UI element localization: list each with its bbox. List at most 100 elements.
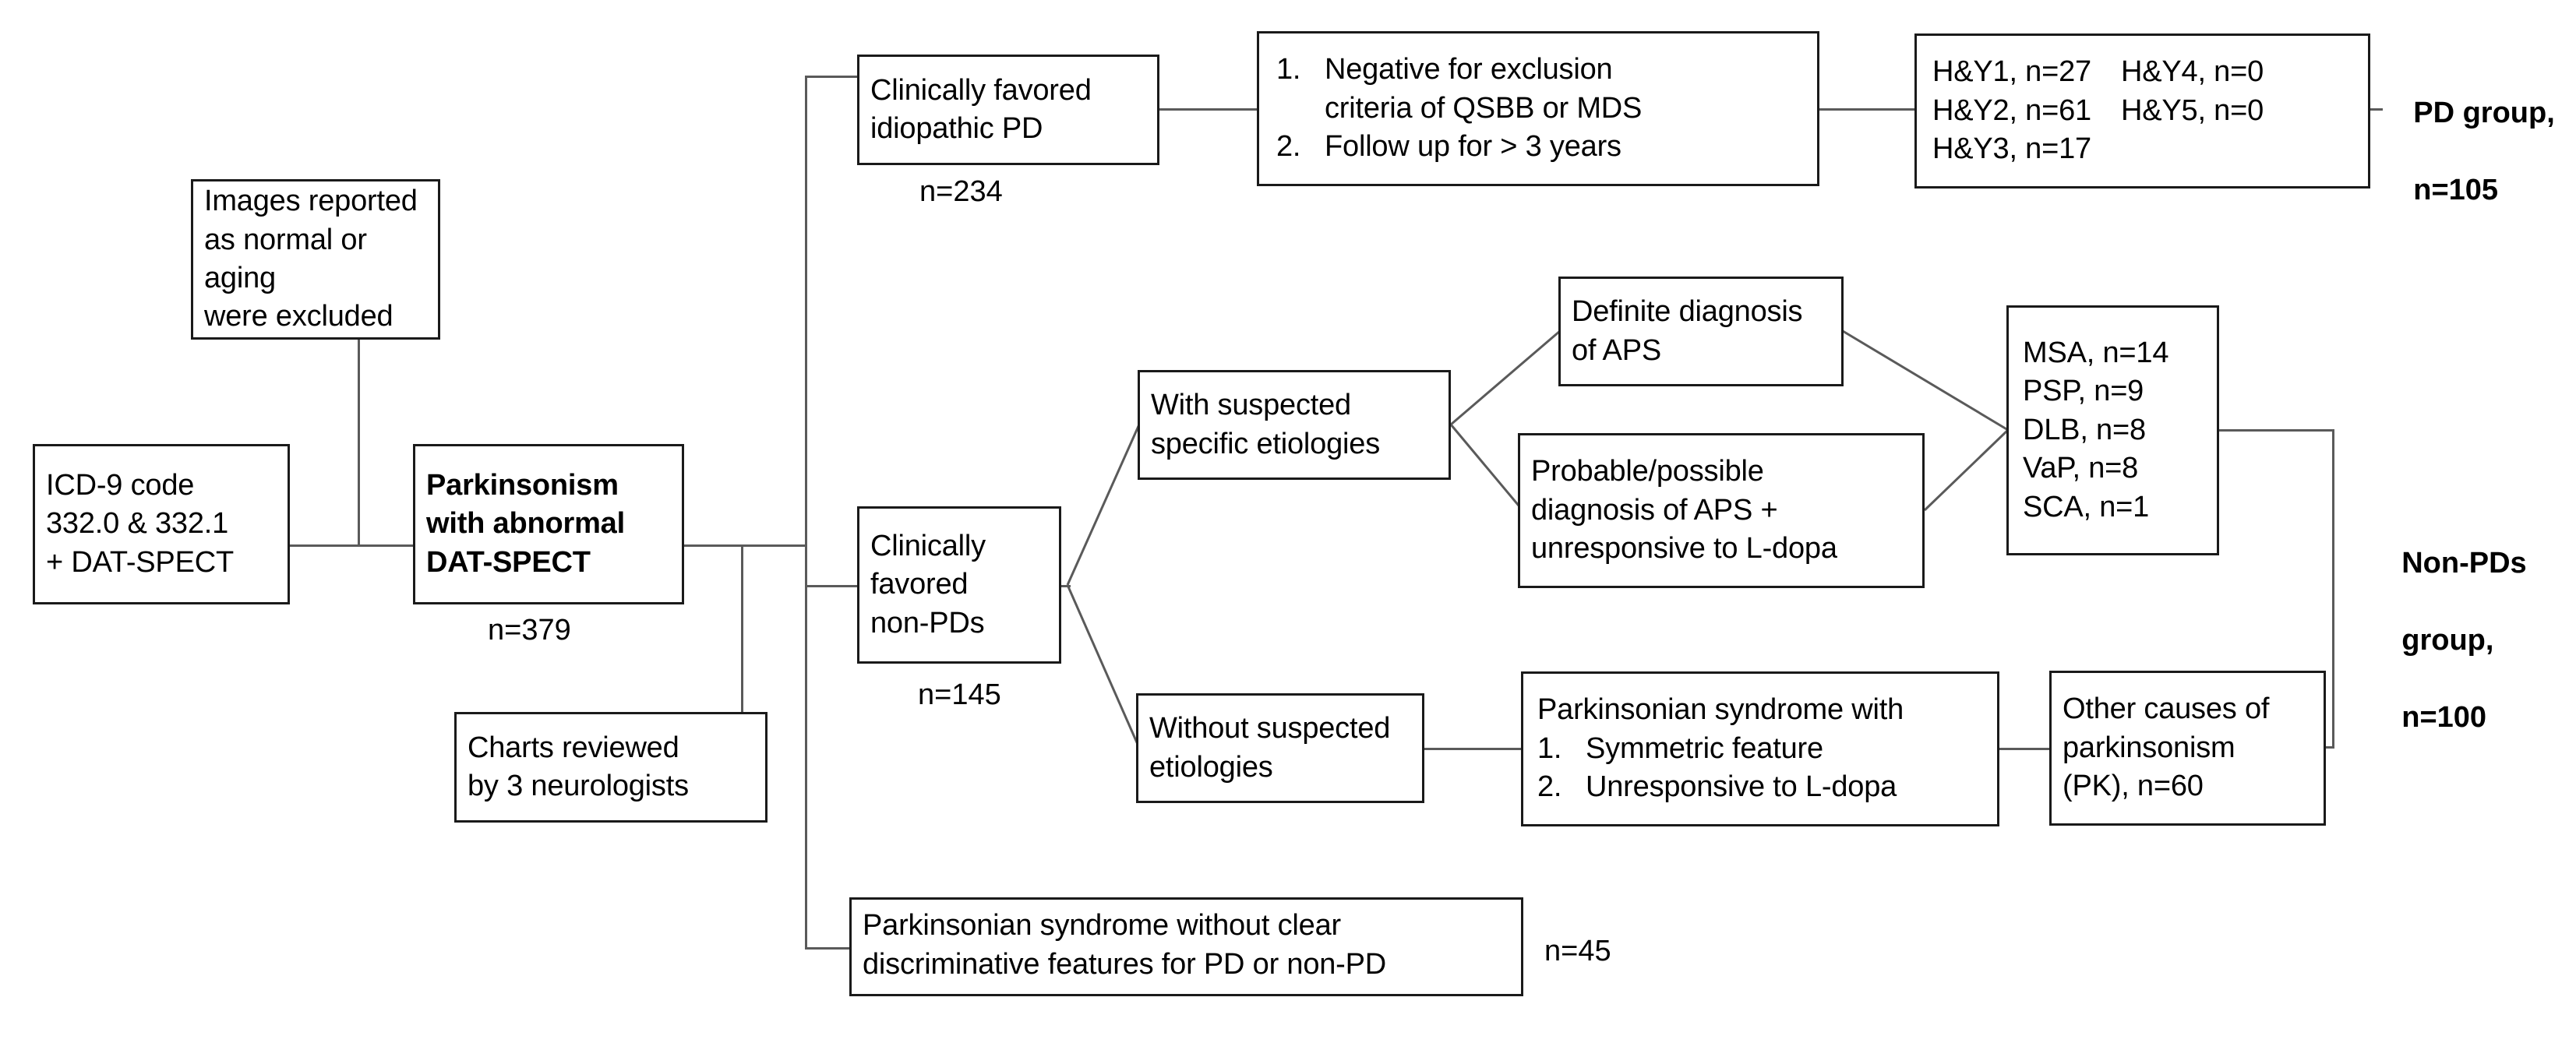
connector-nonpds-fork (1066, 424, 1141, 749)
excluded-line-2: as normal or aging (204, 223, 367, 294)
syndrome-item-2-number: 2. (1537, 770, 1562, 804)
charts-line-1: Charts reviewed (468, 731, 679, 764)
excluded-line-3: were excluded (204, 300, 393, 333)
syndrome-item-2-text: Unresponsive to L-dopa (1586, 770, 1897, 804)
node-probable-possible-aps[interactable]: Probable/possible diagnosis of APS + unr… (1518, 433, 1925, 588)
with-suspected-line-1: With suspected (1151, 389, 1351, 422)
nonpds-line-1: Clinically (870, 529, 986, 562)
syndrome-list: 1. Symmetric feature 2. Unresponsive to … (1537, 730, 1986, 807)
nonpds-count: n=145 (918, 678, 1001, 711)
connector-nonpds-branch-stub (1061, 585, 1071, 587)
node-aps-diagnoses[interactable]: MSA, n=14 PSP, n=9 DLB, n=8 VaP, n=8 SCA… (2006, 305, 2219, 555)
definite-aps-line-2: of APS (1572, 333, 1661, 367)
nonpds-group-line-2: group, (2401, 624, 2494, 657)
excluded-line-1: Images reported (204, 185, 418, 218)
syndrome-header: Parkinsonian syndrome with (1537, 693, 1904, 727)
node-with-suspected-etiologies[interactable]: With suspected specific etiologies (1138, 370, 1451, 480)
nonpds-group-line-3: n=100 (2401, 700, 2487, 734)
connector-without-to-syndrome (1424, 748, 1523, 750)
connector-parkinsonism-to-trunk (683, 544, 806, 547)
node-clinically-favored-idiopathic-pd[interactable]: Clinically favored idiopathic PD (857, 55, 1159, 165)
aps-diagnosis-2: PSP, n=9 (2023, 375, 2144, 408)
unclear-count: n=45 (1544, 935, 1611, 967)
hy-stage-2: H&Y2, n=61 (1932, 93, 2091, 127)
connector-othercauses-to-bracket (2326, 746, 2334, 749)
pd-group-line-2: n=105 (2413, 174, 2499, 207)
connector-idiopathic-to-criteria (1159, 108, 1258, 111)
connector-diagnoses-to-bracket (2219, 429, 2334, 432)
parkinsonism-line-3: DAT-SPECT (426, 545, 591, 579)
hy-stage-1: H&Y1, n=27 (1932, 55, 2091, 89)
without-suspected-line-1: Without suspected (1149, 712, 1391, 745)
connector-trunk-to-unclear (805, 947, 852, 950)
connector-icd9-to-parkinsonism (288, 544, 415, 547)
aps-diagnosis-5: SCA, n=1 (2023, 490, 2150, 523)
hy-stage-columns: H&Y1, n=27 H&Y2, n=61 H&Y3, n=17 H&Y4, n… (1932, 53, 2357, 168)
parkinsonism-count: n=379 (488, 614, 571, 647)
connector-trunk-to-nonpds (805, 585, 859, 587)
connector-excluded-stem (358, 427, 360, 544)
definite-aps-line-1: Definite diagnosis (1572, 295, 1803, 329)
syndrome-item-1-text: Symmetric feature (1586, 731, 1823, 765)
label-non-pds-group: Non-PDs group, n=100 (2369, 506, 2526, 776)
hy-stage-column-b: H&Y4, n=0 H&Y5, n=0 (2121, 53, 2264, 168)
connector-aps-merge (1842, 329, 2010, 512)
pd-criteria-item-2-text: Follow up for > 3 years (1325, 130, 1621, 164)
node-clinically-favored-non-pds[interactable]: Clinically favored non-PDs (857, 506, 1061, 664)
node-parkinsonism-abnormal-dat[interactable]: Parkinsonism with abnormal DAT-SPECT (413, 444, 684, 604)
connector-hy-to-pdgroup (2370, 108, 2383, 111)
connector-charts-stem (741, 544, 743, 713)
connector-criteria-to-hy (1819, 108, 1916, 111)
node-without-suspected-etiologies[interactable]: Without suspected etiologies (1136, 693, 1424, 803)
nonpds-line-3: non-PDs (870, 606, 985, 640)
idiopathic-count: n=234 (919, 175, 1003, 208)
connector-excluded-down (358, 340, 360, 427)
node-icd9-code[interactable]: ICD-9 code 332.0 & 332.1 + DAT-SPECT (33, 444, 290, 604)
idiopathic-line-1: Clinically favored (870, 73, 1092, 107)
connector-nonpds-bracket (2332, 429, 2334, 749)
unclear-line-1: Parkinsonian syndrome without clear (863, 909, 1341, 943)
node-parkinsonian-syndrome-criteria[interactable]: Parkinsonian syndrome with 1. Symmetric … (1521, 671, 1999, 826)
hy-stage-4: H&Y4, n=0 (2120, 55, 2264, 89)
pd-group-line-1: PD group, (2413, 97, 2555, 130)
aps-diagnosis-3: DLB, n=8 (2023, 413, 2146, 446)
parkinsonism-line-1: Parkinsonism (426, 468, 619, 502)
pd-criteria-item-1-number: 1. (1276, 53, 1301, 86)
syndrome-item-1: 1. Symmetric feature (1537, 730, 1986, 768)
probable-aps-line-2: diagnosis of APS + (1531, 493, 1778, 527)
connector-syndrome-to-othercauses (1999, 748, 2051, 750)
other-causes-line-3: (PK), n=60 (2063, 770, 2204, 803)
connector-main-trunk (805, 76, 807, 950)
with-suspected-line-2: specific etiologies (1151, 427, 1381, 460)
other-causes-line-1: Other causes of (2063, 692, 2270, 726)
hy-stage-column-a: H&Y1, n=27 H&Y2, n=61 H&Y3, n=17 (1932, 53, 2091, 168)
connector-trunk-to-idiopathic (805, 76, 859, 78)
node-hy-stages[interactable]: H&Y1, n=27 H&Y2, n=61 H&Y3, n=17 H&Y4, n… (1914, 33, 2370, 189)
node-unclear-discriminative-features[interactable]: Parkinsonian syndrome without clear disc… (849, 897, 1523, 996)
node-definite-aps[interactable]: Definite diagnosis of APS (1558, 277, 1844, 386)
hy-stage-5: H&Y5, n=0 (2120, 93, 2264, 127)
pd-criteria-item-2-number: 2. (1276, 130, 1301, 164)
pd-criteria-item-2: 2. Follow up for > 3 years (1276, 128, 1806, 166)
probable-aps-line-3: unresponsive to L-dopa (1531, 532, 1837, 566)
syndrome-item-1-number: 1. (1537, 731, 1562, 765)
aps-diagnosis-1: MSA, n=14 (2023, 337, 2169, 370)
node-charts-reviewed[interactable]: Charts reviewed by 3 neurologists (454, 712, 768, 823)
nonpds-line-2: favored (870, 568, 969, 601)
charts-line-2: by 3 neurologists (468, 770, 689, 802)
icd9-line-1: ICD-9 code (46, 468, 195, 502)
icd9-line-2: 332.0 & 332.1 (46, 507, 229, 541)
node-images-excluded[interactable]: Images reported as normal or aging were … (191, 179, 440, 340)
idiopathic-line-2: idiopathic PD (870, 112, 1043, 145)
node-other-causes-pk[interactable]: Other causes of parkinsonism (PK), n=60 (2049, 671, 2326, 826)
without-suspected-line-2: etiologies (1149, 750, 1273, 784)
unclear-line-2: discriminative features for PD or non-PD (863, 947, 1387, 981)
hy-stage-3: H&Y3, n=17 (1932, 132, 2091, 166)
syndrome-item-2: 2. Unresponsive to L-dopa (1537, 768, 1986, 806)
aps-diagnosis-4: VaP, n=8 (2023, 452, 2139, 485)
